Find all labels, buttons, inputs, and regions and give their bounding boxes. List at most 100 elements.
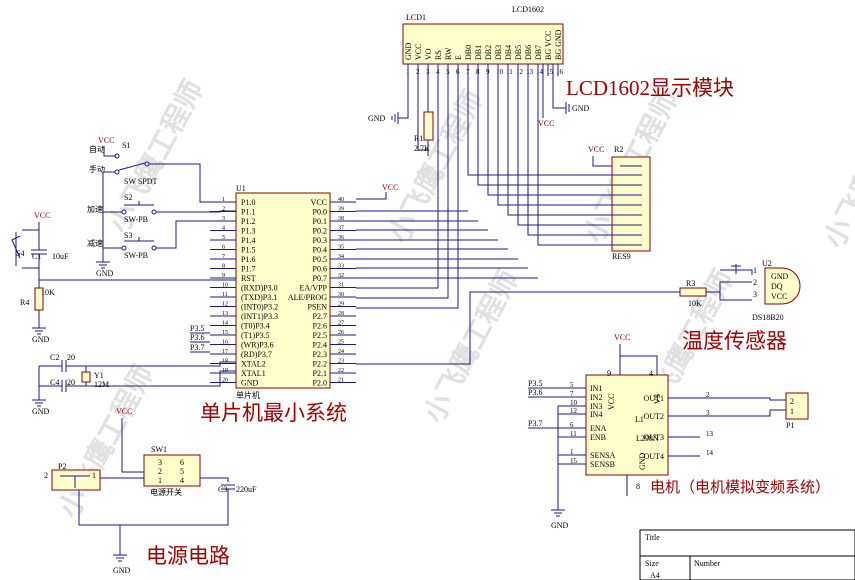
l298-pin9: 9 <box>607 369 611 378</box>
crystal-gnd-symbol <box>32 399 46 407</box>
s4-vcc-label: VCC <box>34 211 50 220</box>
u1-value: 单片机 <box>236 390 260 400</box>
r4-gnd-symbol <box>32 327 46 335</box>
l298-output-wires <box>668 397 786 457</box>
switch-gnd-label: GND <box>96 269 114 278</box>
input-switches: VCC 自动 手动 S1 SW SPDT S2 加速 SW-PB S3 减速 S… <box>11 136 236 344</box>
u1-left-pin-label: P1.5 <box>241 246 255 255</box>
u1-left-pin-number: 9 <box>222 273 225 279</box>
lcd-pin-number: 16 <box>556 68 564 76</box>
wire-rs <box>356 64 439 289</box>
ds18b20-wiring: R3 10K <box>356 264 753 365</box>
l298-gnd-pin: GND <box>638 452 647 470</box>
sw1-vcc-label: VCC <box>116 407 132 416</box>
p1-pin1: 1 <box>790 407 794 416</box>
u1-right-pin-label: P2.0 <box>313 379 327 388</box>
title-block: Title Size Number A4 <box>639 529 855 580</box>
u1-vcc-label: VCC <box>382 183 398 192</box>
u1-right-pin-number: 38 <box>338 216 344 222</box>
wire-e <box>356 64 459 309</box>
u1-left-pin-label: (INT0)P3.2 <box>241 303 278 312</box>
r4-value: 10K <box>41 288 55 297</box>
r2-ref: R2 <box>614 145 623 154</box>
u2-pin-gnd: GND <box>771 272 789 281</box>
s1-auto-label: 自动 <box>89 144 105 154</box>
lcd-vcc-wire <box>417 64 428 151</box>
l298-left-pin-number: 1 <box>570 448 574 456</box>
lcd-pin-label: E <box>454 55 463 60</box>
u1-mcu: U1 P1.01P1.12P1.23P1.34P1.45P1.56P1.67P1… <box>190 183 398 425</box>
u1-left-pin-label: XTAL2 <box>241 360 266 369</box>
p1-ref: P1 <box>786 421 794 430</box>
u1-right-pin-label: P0.5 <box>313 255 327 264</box>
l298-body <box>585 374 669 476</box>
l298-net-p35: P3.5 <box>528 379 542 388</box>
u1-net-p36: P3.6 <box>190 333 204 342</box>
s2-contact-a <box>121 209 127 215</box>
crystal-circuit: C2 20 C4 20 Y1 12M GND <box>32 353 236 416</box>
lcd-bg-gnd-symbol <box>565 102 570 114</box>
u1-left-pin-label: XTAL1 <box>241 369 266 378</box>
u1-right-pin-label: P0.6 <box>313 265 327 274</box>
u1-left-pin-number: 16 <box>222 340 228 346</box>
s1-lever <box>118 162 146 171</box>
l298-left-pin-number: 12 <box>570 407 578 415</box>
s3-contact-a <box>121 245 127 251</box>
lcd-bg-gnd-wire <box>552 64 566 109</box>
sw1-pin6: 6 <box>180 458 184 467</box>
u1-left-pin-label: P1.0 <box>241 198 255 207</box>
u1-right-pin-number: 22 <box>338 368 344 374</box>
u1-left-pin-number: 13 <box>222 311 228 317</box>
u1-left-pin-label: (RXD)P3.0 <box>241 284 278 293</box>
u1-right-pin-number: 28 <box>338 311 344 317</box>
u1-left-pin-number: 12 <box>222 302 228 308</box>
u1-right-pin-label: P2.3 <box>313 350 327 359</box>
lcd-pin-label: DB7 <box>534 45 543 60</box>
title-block-frame <box>639 529 855 580</box>
r2-network: VCC R2 RES9 <box>588 145 651 261</box>
s2-wire <box>103 201 236 213</box>
u1-right-pin-number: 24 <box>338 349 344 355</box>
lcd-pin-label: DB5 <box>514 45 523 60</box>
wire-db3 <box>497 64 600 206</box>
u2-value: DS18B20 <box>752 313 784 322</box>
u1-left-pin-label: GND <box>241 379 259 388</box>
lcd-bg-vcc-label: VCC <box>538 119 554 128</box>
lcd-pin-label: VCC <box>414 44 423 60</box>
u1-left-pin-number: 10 <box>222 283 228 289</box>
s1-vcc-label: VCC <box>98 136 114 145</box>
u1-right-pin-number: 40 <box>338 197 344 203</box>
l298-left-pin-label: SENSA <box>590 451 616 460</box>
lcd-module: LCD1 LCD1602 GND1VCC2VO3RS4RW5E6DB07DB18… <box>402 5 734 100</box>
title-block-size: Size <box>645 559 659 568</box>
s4-ref: S4 <box>16 249 24 258</box>
u1-left-pin-number: 7 <box>222 254 225 260</box>
lcd-pin-label: VO <box>424 48 433 60</box>
motor-title: 电机（电机模拟变频系统） <box>650 479 830 496</box>
u1-left-pin-number: 11 <box>222 292 228 298</box>
u1-left-pin-number: 15 <box>222 330 228 336</box>
l298-left-pin-number: 10 <box>570 399 578 407</box>
u1-right-pin-number: 33 <box>338 264 344 270</box>
power-gnd-symbol <box>113 554 127 562</box>
l298-right-pin-number: 14 <box>706 449 714 457</box>
reset-vcc-wire <box>22 222 40 269</box>
u1-ref: U1 <box>236 184 246 193</box>
l298-right-pin-label: OUT2 <box>644 412 664 421</box>
l298-left-pin-label: SENSB <box>590 460 615 469</box>
c1-value: 10uF <box>52 252 69 261</box>
p1-connector: 2 1 P1 <box>785 392 809 430</box>
u2-pin1-num: 1 <box>753 266 757 275</box>
u1-left-pin-label: (WR)P3.6 <box>241 341 274 350</box>
u1-right-pin-number: 37 <box>338 226 344 232</box>
l298-ref: L1 <box>635 415 644 424</box>
u1-right-pin-number: 30 <box>338 292 344 298</box>
p2-pin1: 1 <box>92 471 96 480</box>
u1-left-pin-number: 8 <box>222 264 225 270</box>
u1-right-pin-label: PSEN <box>307 303 327 312</box>
p2-ref: P2 <box>58 462 66 471</box>
u1-right-pin-number: 25 <box>338 340 344 346</box>
sw1-wire <box>100 477 229 482</box>
